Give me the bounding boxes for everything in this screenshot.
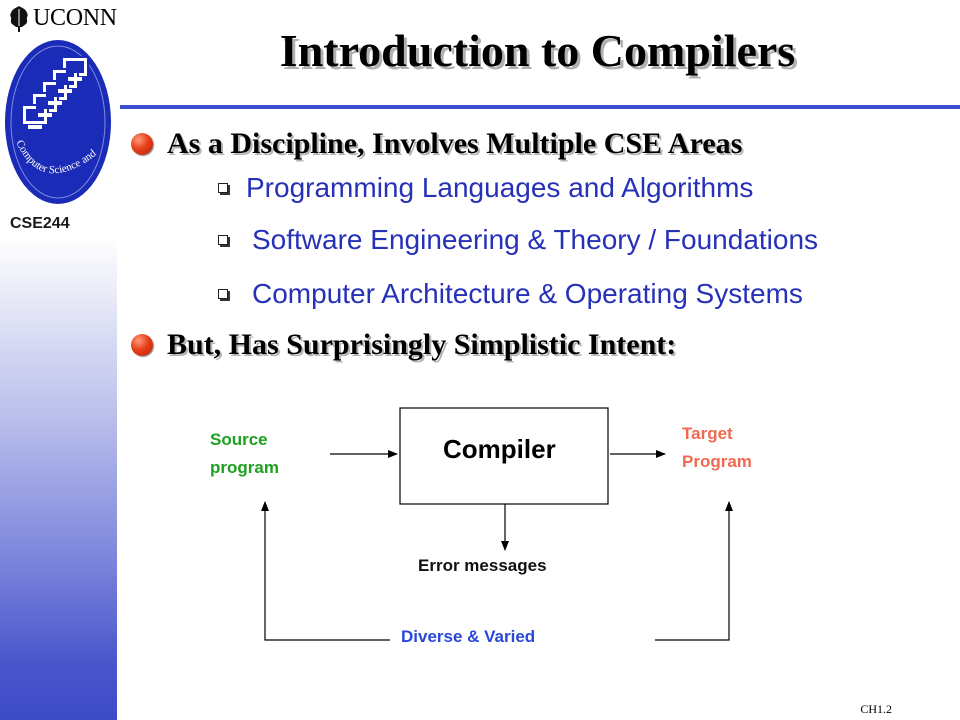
red-ball-bullet-icon bbox=[131, 334, 153, 356]
oak-leaf-logo-icon bbox=[7, 5, 31, 38]
feedback-to-source-arrow bbox=[261, 501, 390, 641]
square-bullet-icon bbox=[218, 235, 228, 245]
source-program-label: Source program bbox=[210, 426, 279, 482]
course-code: CSE244 bbox=[10, 215, 70, 232]
square-bullet-icon bbox=[218, 289, 228, 299]
bullet-item: But, Has Surprisingly Simplistic Intent: bbox=[131, 328, 676, 362]
page-number: CH1.2 bbox=[860, 702, 892, 716]
compiler-label: Compiler bbox=[443, 434, 556, 464]
sub-bullet-item: Programming Languages and Algorithms bbox=[218, 172, 753, 204]
title-underline bbox=[120, 105, 960, 109]
slide-title: Introduction to Compilers bbox=[279, 25, 796, 76]
compiler-box bbox=[399, 407, 609, 505]
red-ball-bullet-icon bbox=[131, 133, 153, 155]
sub-bullet-text: Computer Architecture & Operating System… bbox=[252, 278, 803, 309]
bullet-text: But, Has Surprisingly Simplistic Intent: bbox=[167, 328, 677, 361]
target-label-line-2: Program bbox=[682, 452, 752, 471]
sub-bullet-text: Programming Languages and Algorithms bbox=[246, 172, 754, 203]
sub-bullet-item: Software Engineering & Theory / Foundati… bbox=[218, 224, 818, 256]
target-program-label: Target Program bbox=[682, 420, 752, 476]
target-label-line-1: Target bbox=[682, 424, 733, 443]
brand-wordmark: UCONN bbox=[33, 5, 117, 31]
sub-bullet-item: Computer Architecture & Operating System… bbox=[218, 278, 803, 310]
bullet-text: As a Discipline, Involves Multiple CSE A… bbox=[167, 127, 743, 160]
sub-bullet-text: Software Engineering & Theory / Foundati… bbox=[252, 224, 819, 255]
bullet-item: As a Discipline, Involves Multiple CSE A… bbox=[131, 127, 742, 161]
source-label-line-1: Source bbox=[210, 430, 268, 449]
department-crest-logo: Computer Science and Engineering bbox=[0, 28, 114, 212]
diverse-varied-label: Diverse & Varied bbox=[401, 627, 536, 646]
feedback-to-target-arrow bbox=[655, 501, 733, 641]
error-messages-label: Error messages bbox=[418, 556, 547, 575]
source-label-line-2: program bbox=[210, 458, 279, 477]
square-bullet-icon bbox=[218, 183, 228, 193]
